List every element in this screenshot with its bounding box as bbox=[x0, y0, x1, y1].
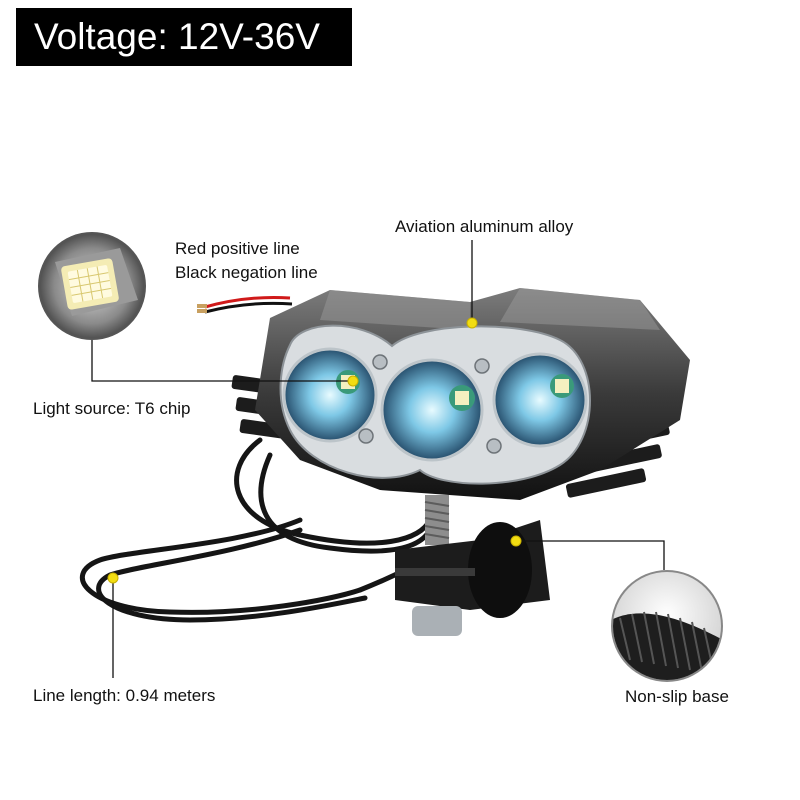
housing-label: Aviation aluminum alloy bbox=[395, 217, 574, 236]
cable-marker bbox=[107, 572, 119, 584]
light-source-marker bbox=[347, 375, 359, 387]
leader-lines bbox=[91, 240, 665, 678]
base-label: Non-slip base bbox=[625, 687, 729, 706]
headlight-product-image bbox=[79, 288, 690, 636]
base-marker bbox=[510, 535, 522, 547]
wire-black-label: Black negation line bbox=[175, 263, 318, 282]
light-source-label: Light source: T6 chip bbox=[33, 399, 191, 418]
voltage-banner: Voltage: 12V-36V bbox=[16, 8, 352, 66]
wire-red-label: Red positive line bbox=[175, 239, 300, 258]
led-chip-icon bbox=[38, 232, 146, 340]
housing-marker bbox=[466, 317, 478, 329]
non-slip-base-icon bbox=[611, 570, 723, 682]
line-length-label: Line length: 0.94 meters bbox=[33, 686, 216, 705]
